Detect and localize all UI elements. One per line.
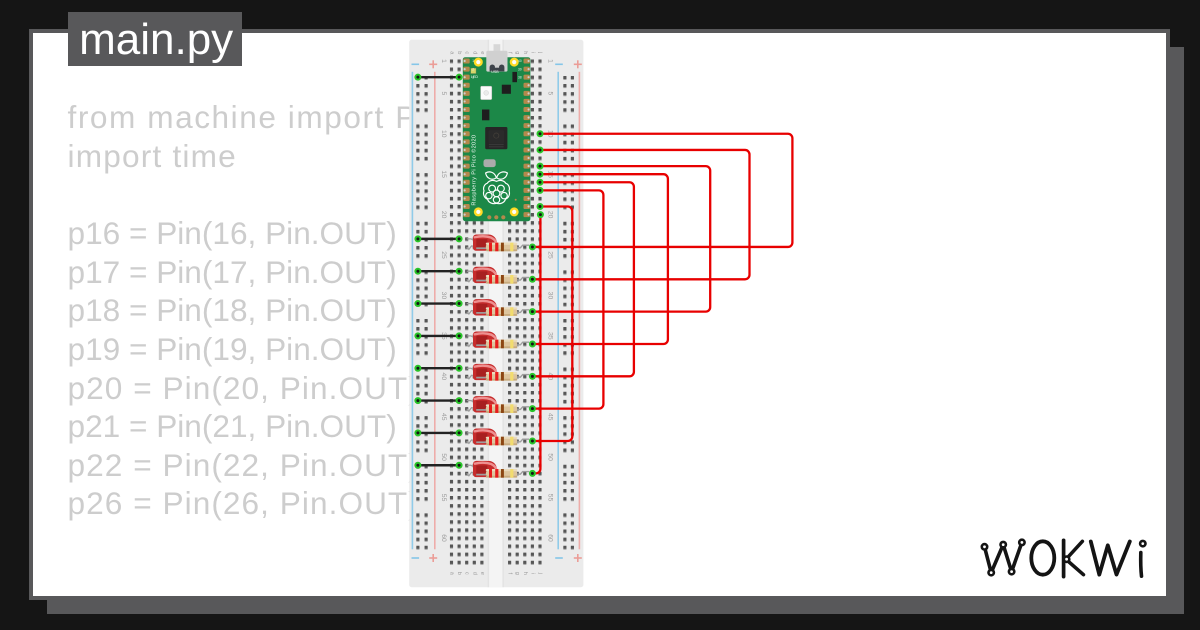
svg-text:40: 40 (440, 373, 447, 381)
svg-text:55: 55 (440, 494, 447, 502)
svg-text:c: c (464, 572, 470, 575)
svg-text:1: 1 (472, 59, 474, 63)
svg-text:25: 25 (440, 251, 447, 259)
svg-text:d: d (471, 51, 477, 54)
svg-text:38: 38 (518, 75, 522, 79)
svg-text:LED: LED (471, 75, 478, 79)
svg-text:15: 15 (440, 170, 447, 178)
svg-text:i: i (529, 573, 535, 574)
svg-text:39: 39 (518, 67, 522, 71)
svg-text:j: j (537, 572, 543, 574)
svg-text:h: h (522, 51, 528, 54)
svg-text:g: g (514, 51, 520, 54)
svg-text:50: 50 (440, 453, 447, 461)
svg-text:2: 2 (472, 67, 474, 71)
svg-text:3: 3 (472, 75, 474, 79)
svg-text:30: 30 (546, 292, 553, 300)
svg-text:b: b (456, 572, 462, 575)
svg-text:25: 25 (546, 251, 553, 259)
svg-text:60: 60 (440, 534, 447, 542)
svg-text:i: i (529, 52, 535, 53)
svg-text:f: f (507, 52, 513, 54)
svg-text:c: c (464, 51, 470, 54)
svg-text:1: 1 (440, 59, 447, 63)
svg-text:f: f (507, 573, 513, 575)
svg-text:40: 40 (518, 59, 522, 63)
svg-text:20: 20 (440, 211, 447, 219)
svg-text:Raspberry Pi Pico ©2020: Raspberry Pi Pico ©2020 (471, 135, 478, 206)
svg-text:60: 60 (546, 534, 553, 542)
svg-text:50: 50 (546, 453, 553, 461)
svg-text:1: 1 (546, 59, 553, 63)
svg-text:h: h (522, 572, 528, 575)
svg-text:a: a (449, 51, 455, 55)
svg-text:20: 20 (546, 211, 553, 219)
svg-text:5: 5 (546, 91, 553, 95)
svg-text:45: 45 (440, 413, 447, 421)
svg-text:d: d (471, 572, 477, 575)
svg-text:e: e (479, 572, 485, 575)
svg-text:45: 45 (546, 413, 553, 421)
svg-text:a: a (449, 572, 455, 576)
svg-text:10: 10 (440, 130, 447, 138)
svg-text:55: 55 (546, 494, 553, 502)
svg-text:b: b (456, 51, 462, 54)
svg-text:e: e (479, 51, 485, 54)
svg-text:USB: USB (491, 70, 499, 74)
svg-text:35: 35 (546, 332, 553, 340)
svg-text:5: 5 (440, 91, 447, 95)
svg-text:j: j (537, 51, 543, 53)
svg-text:30: 30 (440, 292, 447, 300)
svg-text:g: g (514, 572, 520, 575)
